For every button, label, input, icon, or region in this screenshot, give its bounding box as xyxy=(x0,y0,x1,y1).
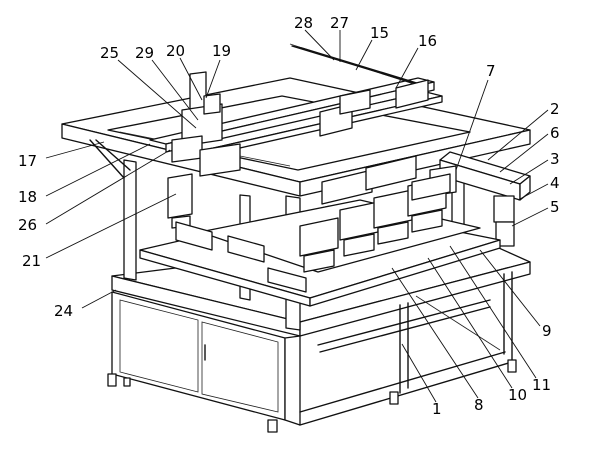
label-17: 17 xyxy=(18,152,37,170)
label-29: 29 xyxy=(135,44,154,62)
label-20: 20 xyxy=(166,42,185,60)
label-9: 9 xyxy=(542,322,552,340)
tool-heads xyxy=(299,155,451,273)
label-28: 28 xyxy=(294,14,313,32)
label-25: 25 xyxy=(100,44,119,62)
leader-lines xyxy=(45,29,549,403)
label-10: 10 xyxy=(508,386,527,404)
label-6: 6 xyxy=(550,124,560,142)
label-5: 5 xyxy=(550,198,560,216)
label-19: 19 xyxy=(212,42,231,60)
label-24: 24 xyxy=(54,302,73,320)
label-26: 26 xyxy=(18,216,37,234)
label-2: 2 xyxy=(550,100,560,118)
label-11: 11 xyxy=(532,376,551,394)
label-27: 27 xyxy=(330,14,349,32)
label-21: 21 xyxy=(22,252,41,270)
label-15: 15 xyxy=(370,24,389,42)
label-18: 18 xyxy=(18,188,37,206)
label-1: 1 xyxy=(432,400,442,418)
label-8: 8 xyxy=(474,396,484,414)
label-3: 3 xyxy=(550,150,560,168)
label-7: 7 xyxy=(486,62,496,80)
z-axis-slide xyxy=(167,71,241,229)
label-4: 4 xyxy=(550,174,560,192)
label-16: 16 xyxy=(418,32,437,50)
labels: 28 27 15 16 25 29 20 19 7 2 6 3 4 5 17 1… xyxy=(18,14,560,418)
